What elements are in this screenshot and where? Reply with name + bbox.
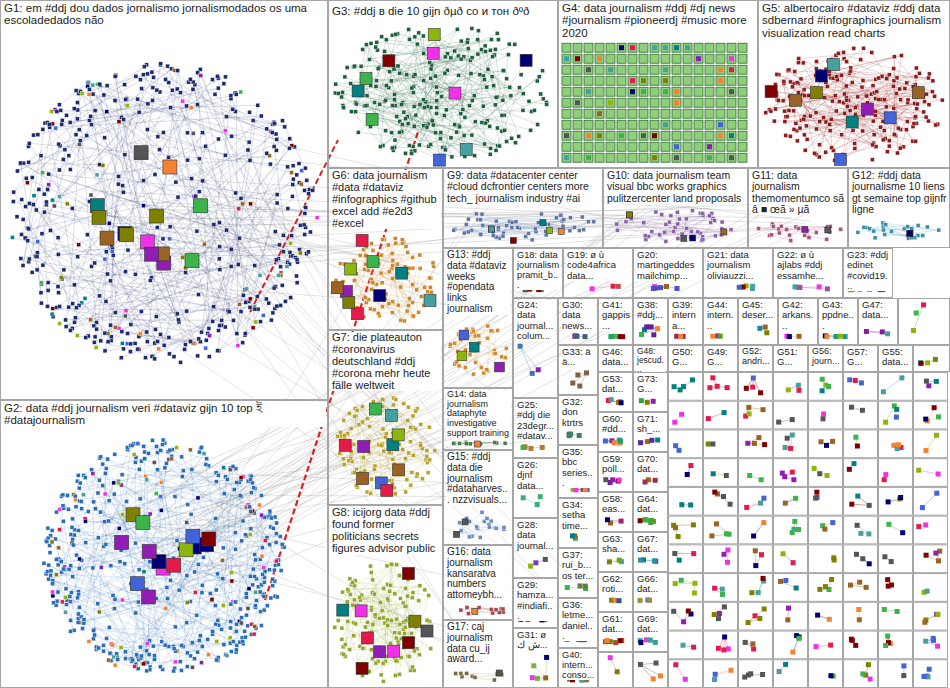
graph-canvas: G1: em #ddj dou dados jornalismo jornali… [0, 0, 950, 688]
